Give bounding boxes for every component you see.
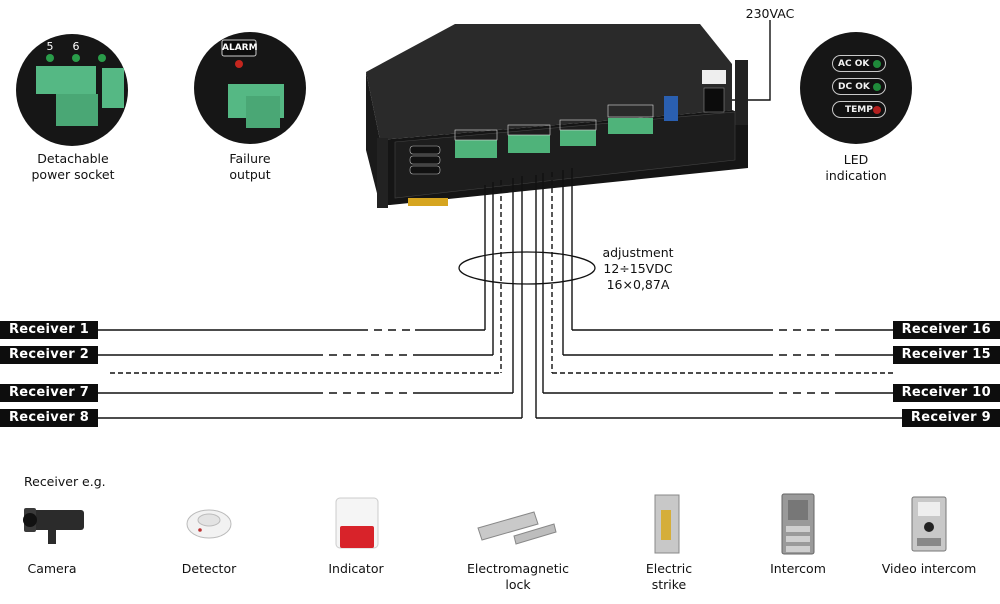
intercom-icon [781,493,815,555]
adjustment-line-3: 16×0,87A [606,277,670,292]
detachable-power-socket-caption: Detachable power socket [12,151,134,183]
device-label-intercom: Intercom [770,561,826,576]
device-label-video-intercom: Video intercom [881,561,977,576]
electric-strike-icon [654,494,680,554]
led-dc-ok: DC OK [832,78,886,95]
receiver-label: Receiver 7 [0,384,99,402]
led-temp: TEMP [832,101,886,118]
right-wires [535,168,573,418]
device-label-detector: Detector [181,561,237,576]
receiver-label: Receiver 10 [892,384,1000,402]
receiver-label: Receiver 15 [892,346,1000,364]
electromagnetic-lock-icon [477,511,557,545]
caption-line: indication [825,168,887,183]
right-horizontal-wires [536,329,906,419]
adjustment-label: adjustment 12÷15VDC 16×0,87A [588,245,688,293]
left-horizontal-wires [95,329,522,419]
led-status-icon [873,106,881,114]
terminal-number-5: 5 [46,40,54,53]
device-label-camera: Camera [27,561,77,576]
receiver-label: Receiver 1 [0,321,99,339]
caption-line: output [229,167,271,182]
receiver-label: Receiver 16 [892,321,1000,339]
caption-line: Electromagnetic [467,561,569,576]
receiver-label: Receiver 9 [901,409,1000,427]
indicator-icon [335,497,379,549]
led-label: AC OK [838,59,870,69]
detachable-power-socket-inset [16,34,128,146]
caption-line: lock [505,577,531,592]
led-ac-ok: AC OK [832,55,886,72]
caption-line: strike [651,577,687,592]
mains-voltage-label: 230VAC [745,6,795,21]
caption-line: Detachable [37,151,109,166]
power-supply-unit [366,24,748,208]
device-label-electric-strike: Electric strike [619,561,719,593]
caption-line: power socket [31,167,115,182]
led-indication-caption: LED indication [806,152,906,184]
left-wires [484,176,523,418]
adjustment-ellipse [458,251,596,285]
receiver-label: Receiver 8 [0,409,99,427]
led-label: DC OK [838,82,870,92]
led-status-icon [873,60,881,68]
alarm-plate-text: ALARM [222,43,258,53]
failure-output-caption: Failure output [195,151,305,183]
caption-line: LED [843,152,869,167]
adjustment-line-1: adjustment [602,245,674,260]
device-label-indicator: Indicator [328,561,384,576]
led-label: TEMP [845,105,873,115]
led-status-icon [873,83,881,91]
detector-icon [186,509,232,539]
camera-icon [23,508,84,544]
caption-line: Failure [229,151,271,166]
receiver-label: Receiver 2 [0,346,99,364]
terminal-number-6: 6 [72,40,80,53]
failure-output-inset [194,32,306,144]
video-intercom-icon [911,496,947,552]
device-label-electromagnetic-lock: Electromagnetic lock [453,561,583,593]
caption-line: Electric [645,561,693,576]
receiver-examples-title: Receiver e.g. [24,474,106,489]
adjustment-line-2: 12÷15VDC [603,261,673,276]
